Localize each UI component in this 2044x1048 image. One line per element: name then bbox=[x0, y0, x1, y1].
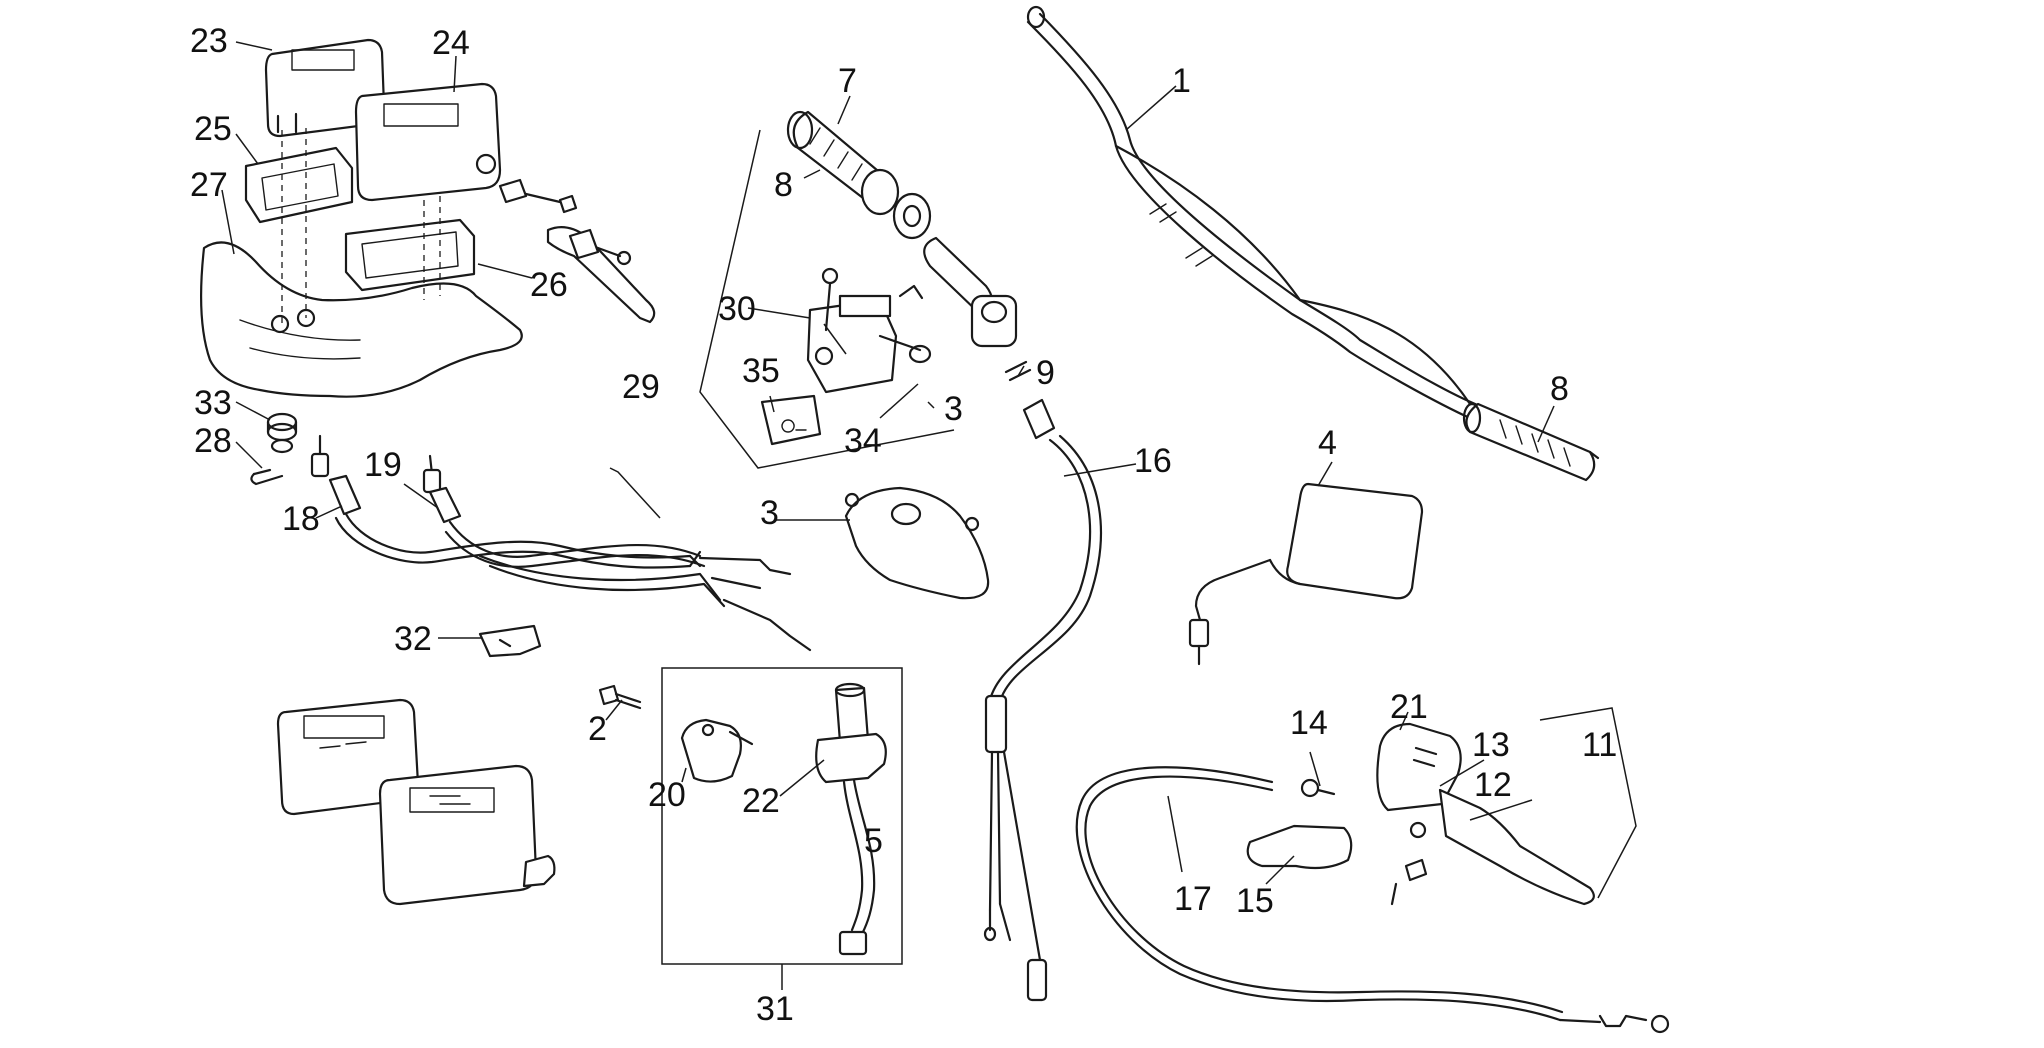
callout-35: 35 bbox=[742, 352, 780, 390]
callout-15: 15 bbox=[1236, 882, 1274, 920]
callout-3a: 3 bbox=[944, 390, 963, 428]
box-31 bbox=[661, 667, 903, 990]
part-clip bbox=[478, 624, 542, 658]
part-brake-master-cylinder bbox=[546, 225, 932, 446]
bracket-11 bbox=[1539, 707, 1637, 899]
part-throttle-cable bbox=[983, 360, 1103, 1002]
callout-labels: 1 2 3 3 4 5 7 8 8 9 11 12 13 14 15 16 17… bbox=[190, 22, 1617, 1028]
callout-2: 2 bbox=[588, 710, 607, 748]
callout-12: 12 bbox=[1474, 766, 1512, 804]
part-switch-housing bbox=[680, 718, 754, 783]
callout-31: 31 bbox=[756, 990, 794, 1028]
part-bolt bbox=[598, 684, 642, 710]
part-switch-cover bbox=[844, 486, 990, 600]
callout-23: 23 bbox=[190, 22, 228, 60]
callout-34: 34 bbox=[844, 422, 882, 460]
callout-17: 17 bbox=[1174, 880, 1212, 918]
callout-1: 1 bbox=[1172, 62, 1191, 100]
callout-21: 21 bbox=[1390, 688, 1428, 726]
part-right-grip bbox=[1462, 402, 1600, 482]
part-speedo-cables bbox=[310, 434, 812, 652]
callout-27: 27 bbox=[190, 166, 228, 204]
callout-13: 13 bbox=[1472, 726, 1510, 764]
callout-8a: 8 bbox=[774, 166, 793, 204]
callout-32: 32 bbox=[394, 620, 432, 658]
callout-16: 16 bbox=[1134, 442, 1172, 480]
part-adjuster-knob bbox=[498, 178, 632, 266]
callout-22: 22 bbox=[742, 782, 780, 820]
part-kill-switch bbox=[815, 682, 887, 956]
callout-7: 7 bbox=[838, 62, 857, 100]
callout-20: 20 bbox=[648, 776, 686, 814]
callout-5: 5 bbox=[864, 822, 883, 860]
part-clutch-cable bbox=[1075, 766, 1670, 1034]
leader-lines bbox=[221, 41, 1555, 885]
part-instrument-cluster bbox=[199, 38, 523, 398]
part-grommet bbox=[266, 412, 298, 454]
part-mirror bbox=[1188, 482, 1424, 666]
callout-25: 25 bbox=[194, 110, 232, 148]
callout-24: 24 bbox=[432, 24, 470, 62]
callout-8b: 8 bbox=[1550, 370, 1569, 408]
callout-28: 28 bbox=[194, 422, 232, 460]
part-left-grip bbox=[786, 110, 1018, 348]
callout-26: 26 bbox=[530, 266, 568, 304]
callout-33: 33 bbox=[194, 384, 232, 422]
callout-18: 18 bbox=[282, 500, 320, 538]
callout-11: 11 bbox=[1582, 726, 1617, 764]
callout-30: 30 bbox=[718, 290, 756, 328]
callout-3b: 3 bbox=[760, 494, 779, 532]
part-handlebar bbox=[1026, 5, 1482, 422]
callout-4: 4 bbox=[1318, 424, 1337, 462]
part-assembled-gauges bbox=[276, 698, 556, 906]
bracket-29 bbox=[699, 129, 955, 469]
part-pin bbox=[250, 468, 284, 486]
callout-14: 14 bbox=[1290, 704, 1328, 742]
part-clutch-lever bbox=[1246, 722, 1595, 906]
callout-19: 19 bbox=[364, 446, 402, 484]
callout-9: 9 bbox=[1036, 354, 1055, 392]
callout-29: 29 bbox=[622, 368, 660, 406]
